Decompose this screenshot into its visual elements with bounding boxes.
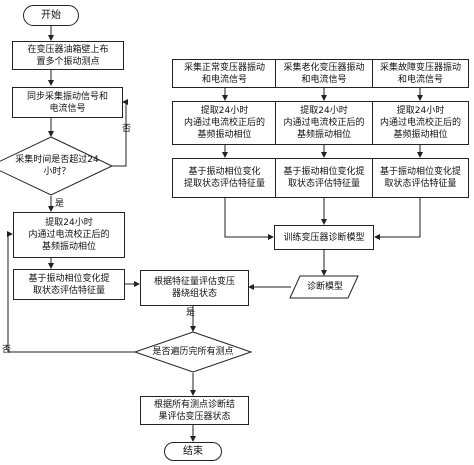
check24-text: 采集时间是否超过24 小时？ [15, 155, 99, 177]
label-no-check: 否 [122, 124, 132, 134]
allpoints-text: 是否遍历完所有测点 [152, 347, 234, 357]
sync-acquire-box: 同步采集振动信号和 电流信号 [12, 87, 123, 118]
start-node: 开始 [23, 5, 79, 26]
feature-fault-box: 基于振动相位变化提 取状态评估特征量 [372, 158, 469, 198]
evaluate-winding-box: 根据特征量评估变压 器绕组状态 [140, 270, 249, 306]
label-no-allpoints: 否 [2, 345, 12, 355]
edge-allpoints-no-loop [7, 231, 136, 353]
decision-allpoints-shape [133, 331, 253, 373]
collect-fault-box: 采集故障变压器振动 和电流信号 [372, 59, 469, 88]
arrange-sensors-box: 在变压器油箱壁上布 置多个振动测点 [12, 41, 124, 70]
end-node: 结束 [164, 442, 222, 461]
train-model-box: 训练变压器诊断模型 [274, 225, 374, 250]
feature-normal-box: 基于振动相位变化 提取状态评估特征量 [172, 158, 277, 198]
feature-aging-box: 基于振动相位变化提 取状态评估特征量 [275, 158, 373, 198]
model-shape [289, 275, 359, 299]
extract-aging-box: 提取24小时 内通过电流校正后的 基频振动相位 [275, 101, 373, 145]
final-assess-box: 根据所有测点诊断结 果评估变压器状态 [140, 396, 249, 425]
extract-phase-box: 提取24小时 内通过电流校正后的 基频振动相位 [13, 212, 125, 258]
extract-fault-box: 提取24小时 内通过电流校正后的 基频振动相位 [372, 101, 469, 145]
extract-normal-box: 提取24小时 内通过电流校正后的 基频振动相位 [172, 101, 277, 145]
model-text: 诊断模型 [306, 282, 343, 292]
collect-normal-box: 采集正常变压器振动 和电流信号 [172, 59, 277, 88]
feature-extract-box: 基于振动相位变化提 取状态评估特征量 [13, 269, 125, 300]
edge-normal-train [224, 198, 274, 240]
label-yes-allpoints: 是 [186, 308, 196, 318]
edge-fault-train [374, 198, 421, 240]
label-yes-check: 是 [55, 199, 65, 209]
collect-aging-box: 采集老化变压器振动 和电流信号 [275, 59, 373, 88]
edge-check-no-loop [112, 99, 128, 167]
decision-check24-shape [0, 136, 114, 196]
